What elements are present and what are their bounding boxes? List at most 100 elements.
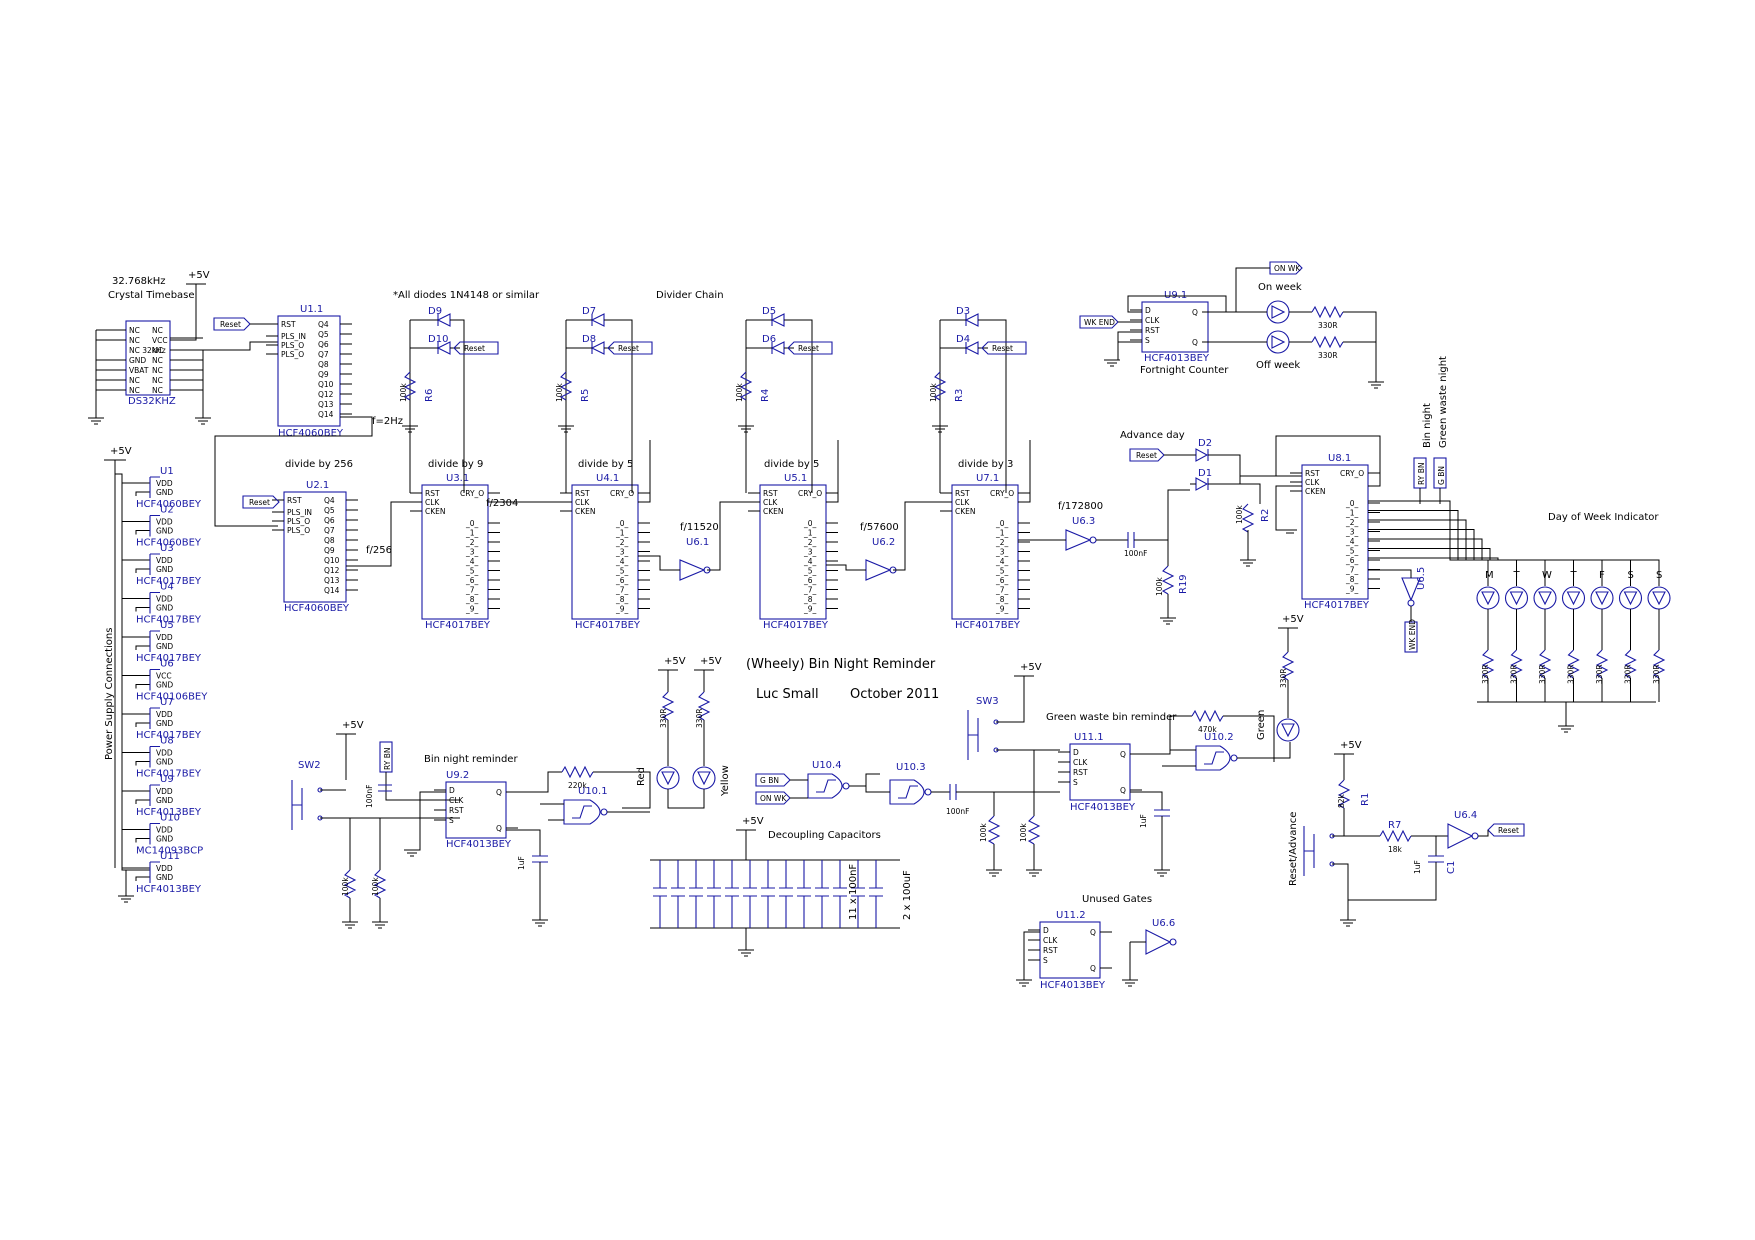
day-wire xyxy=(1368,538,1603,586)
d1-ref: D1 xyxy=(1198,468,1212,479)
schematic-date: October 2011 xyxy=(850,687,939,702)
pin-label: D xyxy=(1043,926,1049,935)
pin-label: _8_ xyxy=(1345,575,1359,584)
supply-pin-b: GND xyxy=(156,719,173,728)
divide-by-5-b-label: divide by 5 xyxy=(764,459,819,470)
u103-nand xyxy=(889,779,925,805)
u104-nand xyxy=(807,773,843,799)
advance-day-label: Advance day xyxy=(1120,430,1185,441)
c-100nf-sw2-label: 100nF xyxy=(365,785,374,808)
pin-label: _5_ xyxy=(615,567,629,576)
u63-ref: U6.3 xyxy=(1072,516,1095,527)
diode-ref: D5 xyxy=(762,306,776,317)
pin-label: _5_ xyxy=(465,567,479,576)
day-led-diode xyxy=(1595,591,1609,606)
red-led-resistor: 330R xyxy=(659,708,668,728)
r1-ref: R1 xyxy=(1360,793,1371,806)
d1-diode xyxy=(1195,477,1209,491)
diode-ref: D7 xyxy=(582,306,596,317)
u8-pins: RSTCLKCKENCRY_O_0__1__2__3__4__5__6__7__… xyxy=(1290,469,1380,594)
day-led xyxy=(1561,586,1586,610)
pin-label: _4_ xyxy=(995,557,1009,566)
supply-pin-a: VDD xyxy=(156,710,173,719)
ground-symbol xyxy=(558,400,574,433)
vplus-red-led: +5V xyxy=(664,656,686,667)
diode-ref: D3 xyxy=(956,306,970,317)
advance-coupling: 100nF 100k R19 xyxy=(1124,489,1190,625)
day-led-diode xyxy=(1538,591,1552,606)
u111-ref: U11.1 xyxy=(1074,732,1104,743)
day-led-diode xyxy=(1509,591,1524,606)
supply-unit-part: HCF4013BEY xyxy=(136,884,202,895)
u2-ref: U2.1 xyxy=(306,480,329,491)
pin-label: _3_ xyxy=(1345,528,1359,537)
supply-bracket xyxy=(149,822,160,845)
wk-end-flag xyxy=(1079,315,1119,329)
u7-part: HCF4017BEY xyxy=(955,620,1021,631)
yellow-led xyxy=(692,766,716,790)
pin-label: NC xyxy=(152,386,163,395)
reset-flag-label: Reset xyxy=(464,344,485,353)
u61-ref: U6.1 xyxy=(686,537,709,548)
u4-pins: RSTCLKCKENCRY_O_0__1__2__3__4__5__6__7__… xyxy=(560,489,650,614)
reset-out-flag xyxy=(1487,823,1525,837)
supply-pin-b: GND xyxy=(156,488,173,497)
supply-pin-b: GND xyxy=(156,604,173,613)
decoupling-cap xyxy=(689,860,703,928)
pin-label: PLS_O xyxy=(287,526,310,535)
supply-pin-b: GND xyxy=(156,796,173,805)
decoupling-cap xyxy=(671,860,685,928)
supply-unit-part: HCF40106BEY xyxy=(136,692,208,703)
decoupling-cap xyxy=(743,860,757,928)
decoupling-cap xyxy=(869,860,883,928)
pulldown-ref: R4 xyxy=(760,389,771,402)
divide-by-256-label: divide by 256 xyxy=(285,459,353,470)
r2-ref: R2 xyxy=(1260,509,1271,522)
supply-pin-b: GND xyxy=(156,873,173,882)
diode-ref: D6 xyxy=(762,334,776,345)
day-resistor xyxy=(1481,649,1495,679)
pin-label: _9_ xyxy=(803,605,817,614)
fortnight-counter-label: Fortnight Counter xyxy=(1140,365,1229,376)
day-resistor xyxy=(1538,649,1552,679)
pin-label: D xyxy=(1145,306,1151,315)
pin-label: Q8 xyxy=(318,360,329,369)
reset-net-flag xyxy=(453,341,499,355)
yellow-led-resistor: 330R xyxy=(695,708,704,728)
u66-ref: U6.6 xyxy=(1152,918,1175,929)
pin-label: Q5 xyxy=(318,330,329,339)
day-resistor xyxy=(1595,649,1609,679)
f57600-label: f/57600 xyxy=(860,522,899,533)
on-week-led xyxy=(1266,300,1290,324)
supply-pin-a: VDD xyxy=(156,787,173,796)
u5-pins: RSTCLKCKENCRY_O_0__1__2__3__4__5__6__7__… xyxy=(748,489,838,614)
decoupling-cap xyxy=(779,860,793,928)
reset-net-flag-3 xyxy=(1129,448,1165,462)
divider-u3: divide by 9 U3.1 HCF4017BEY RSTCLKCKENCR… xyxy=(410,459,518,631)
pin-label: _8_ xyxy=(465,595,479,604)
u3-part: HCF4017BEY xyxy=(425,620,491,631)
d2-ref: D2 xyxy=(1198,438,1212,449)
pin-label: RST xyxy=(1043,946,1058,955)
supply-pin-a: VDD xyxy=(156,595,173,604)
r12-value: 100k xyxy=(371,877,380,896)
supply-bracket xyxy=(149,630,160,652)
day-led xyxy=(1647,586,1671,610)
ground-symbol xyxy=(738,400,754,433)
pulldown-resistor xyxy=(933,371,947,401)
u112-ref: U11.2 xyxy=(1056,910,1086,921)
supply-pin-b: GND xyxy=(156,642,173,651)
pin-label: NC xyxy=(129,376,140,385)
supply-wiring xyxy=(122,752,150,766)
pin-label: _0_ xyxy=(615,519,629,528)
decoupling-label: Decoupling Capacitors xyxy=(768,830,881,841)
pin-label: Q7 xyxy=(318,350,329,359)
u4-ref: U4.1 xyxy=(596,473,619,484)
wk-end-flag-vertical-label: WK END xyxy=(1408,619,1417,650)
pin-label: Q xyxy=(496,824,502,833)
r470k-value: 470k xyxy=(1198,725,1217,734)
pin-label: _2_ xyxy=(465,538,479,547)
